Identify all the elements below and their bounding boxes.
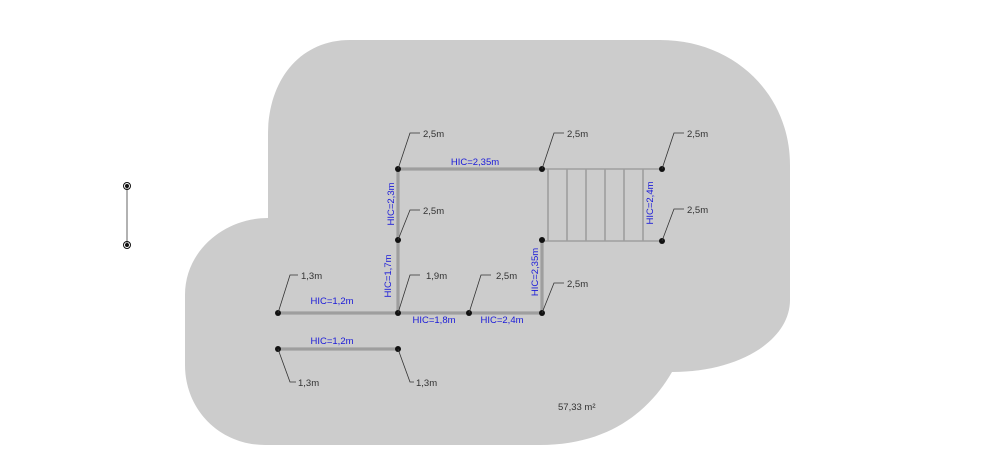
- leader-line: [397, 132, 420, 170]
- leader-line: [277, 348, 296, 383]
- posts: [275, 166, 665, 352]
- hic-label-top: HIC=2,35m: [451, 157, 499, 168]
- hic-labels: HIC=2,35m HIC=2,3m HIC=2,4m HIC=1,7m HIC…: [310, 157, 656, 347]
- hic-label-left-lower: HIC=1,7m: [383, 254, 394, 297]
- height-label: 2,5m: [496, 271, 517, 282]
- height-label: 2,5m: [687, 205, 708, 216]
- area-label: 57,33 m²: [558, 402, 596, 413]
- height-label: 2,5m: [423, 206, 444, 217]
- hic-label-ladder: HIC=2,4m: [645, 181, 656, 224]
- post: [539, 237, 545, 243]
- standalone-post-top-dot: [125, 184, 129, 188]
- leader-line: [541, 282, 564, 314]
- height-label: 2,5m: [567, 129, 588, 140]
- safety-area: [185, 40, 790, 445]
- leader-line: [468, 274, 491, 314]
- height-label: 2,5m: [423, 129, 444, 140]
- hic-label-lower-bar: HIC=1,2m: [310, 336, 353, 347]
- hic-label-bottom-left: HIC=1,2m: [310, 296, 353, 307]
- standalone-post-top: [123, 182, 131, 190]
- hic-label-bottom-right: HIC=2,4m: [480, 315, 523, 326]
- height-label: 1,3m: [298, 378, 319, 389]
- height-label: 2,5m: [567, 279, 588, 290]
- leader-line: [397, 274, 420, 314]
- horizontal-ladder: [542, 168, 662, 242]
- leader-line: [397, 348, 414, 383]
- frame: [278, 167, 544, 351]
- height-label: 1,3m: [301, 271, 322, 282]
- height-label: 1,9m: [426, 271, 447, 282]
- height-label: 1,3m: [416, 378, 437, 389]
- standalone-post-bottom-dot: [125, 243, 129, 247]
- leader-line: [397, 209, 420, 241]
- leader-line: [541, 132, 564, 170]
- hic-label-bottom-mid: HIC=1,8m: [412, 315, 455, 326]
- leader-line: [277, 274, 298, 314]
- height-labels: 2,5m 2,5m 2,5m 2,5m 2,5m 1,3m 1,9m 2,5m …: [298, 129, 708, 389]
- leader-lines: [277, 132, 684, 383]
- leader-line: [661, 132, 684, 170]
- leader-line: [661, 208, 684, 242]
- height-label: 2,5m: [687, 129, 708, 140]
- standalone-bar: [123, 182, 131, 249]
- standalone-post-bottom: [123, 241, 131, 249]
- hic-label-right-lower: HIC=2,35m: [530, 248, 541, 296]
- hic-label-left-upper: HIC=2,3m: [386, 182, 397, 225]
